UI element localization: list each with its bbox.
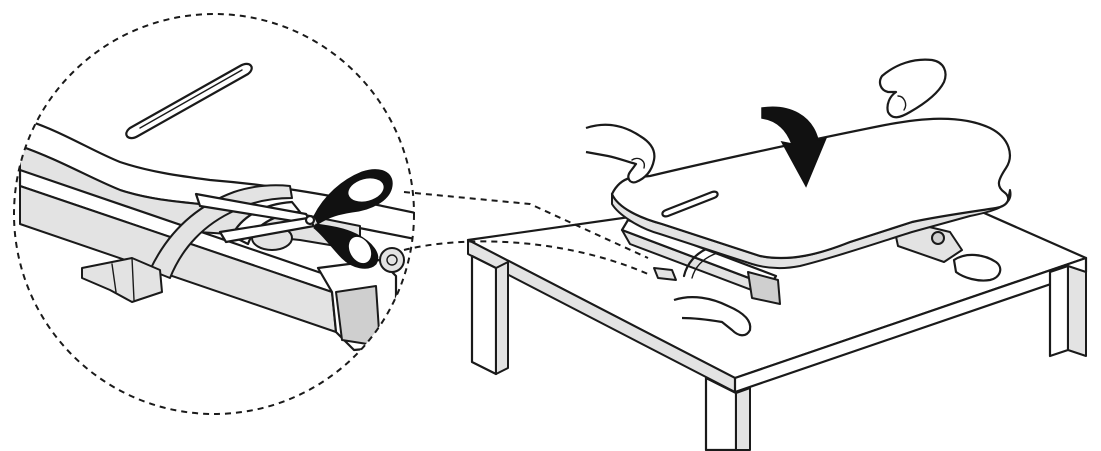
hand-bottom-left	[673, 296, 752, 337]
table-leg-right-side	[1067, 265, 1087, 357]
rotation-arrow	[761, 106, 828, 188]
desk-platform-top	[610, 117, 1011, 260]
scissors-blade-lower	[218, 216, 316, 244]
standing-desk-converter	[610, 117, 1012, 305]
detail-callout-circle	[13, 13, 415, 415]
hands	[585, 58, 1002, 337]
hand-bottom-right	[952, 253, 1002, 282]
callout-line-lower	[403, 240, 649, 275]
detail-end-knob	[379, 247, 405, 273]
cable-tie-head-detail	[111, 257, 135, 301]
hand-top	[878, 58, 947, 119]
cable-tie-small	[653, 267, 677, 281]
table-leg-left-side	[495, 261, 509, 375]
cable-tie-head	[81, 257, 163, 303]
hand-left-thumb	[631, 157, 646, 169]
handle-slot	[661, 190, 719, 218]
scissors-handle-upper-hole	[348, 178, 384, 202]
detail-handle-slot	[125, 62, 253, 140]
detail-end-block-face	[335, 285, 381, 347]
scissors-icon	[194, 169, 393, 269]
table-leg-front-side	[735, 387, 751, 451]
scissors-pivot	[304, 214, 316, 226]
detail-handle-slot-inner	[139, 69, 243, 129]
detail-end-knob-inner	[386, 254, 398, 266]
callout-line-upper	[403, 191, 649, 259]
scissors-handle-lower-hole	[348, 236, 372, 264]
hand-top-finger	[897, 95, 907, 111]
table-leg-right	[1048, 264, 1070, 358]
left-base-foot	[747, 271, 781, 305]
table-leg-left	[470, 254, 498, 376]
right-base-knob	[931, 231, 945, 245]
hand-left	[585, 123, 656, 184]
